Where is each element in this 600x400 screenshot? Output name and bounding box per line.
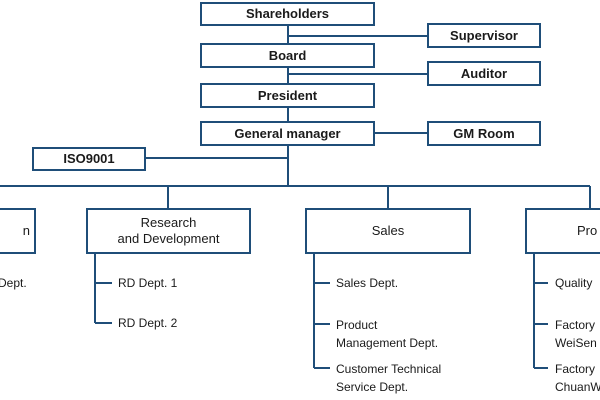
department-label-line: Research xyxy=(140,215,197,230)
department-box-rnd: Research and Development xyxy=(86,208,251,254)
item-line: Factory xyxy=(555,362,596,376)
list-item: RD Dept. 2 xyxy=(118,316,178,330)
item-line: Service Dept. xyxy=(336,380,409,394)
department-box-sales: Sales xyxy=(305,208,471,254)
department-box-partial-right: Pro xyxy=(525,208,600,254)
president-box: President xyxy=(200,83,375,108)
board-box: Board xyxy=(200,43,375,68)
general-manager-box: General manager xyxy=(200,121,375,146)
department-box-partial-left: n xyxy=(0,208,36,254)
department-label: Pro xyxy=(577,223,598,238)
shareholders-box: Shareholders xyxy=(200,2,375,26)
supervisor-box: Supervisor xyxy=(427,23,541,48)
item-line: Management Dept. xyxy=(336,336,439,350)
department-label: Sales xyxy=(371,223,405,238)
gm-room-box: GM Room xyxy=(427,121,541,146)
list-item: RD Dept. 1 xyxy=(118,276,178,290)
item-line: Customer Technical xyxy=(336,362,442,376)
list-item: Product Management Dept. xyxy=(336,316,438,352)
item-line: Factory xyxy=(555,318,596,332)
item-line: Product xyxy=(336,318,378,332)
list-item: Factory ChuanW xyxy=(555,360,600,396)
list-item: Quality xyxy=(555,276,593,290)
list-item: Sales Dept. xyxy=(336,276,399,290)
iso9001-box: ISO9001 xyxy=(32,147,146,171)
item-line: WeiSen xyxy=(555,336,597,350)
auditor-box: Auditor xyxy=(427,61,541,86)
item-line: ChuanW xyxy=(555,380,600,394)
department-label-line: and Development xyxy=(117,231,220,246)
list-item: Dept. xyxy=(0,276,27,290)
department-label: n xyxy=(22,223,30,238)
list-item: Factory WeiSen xyxy=(555,316,597,352)
list-item: Customer Technical Service Dept. xyxy=(336,360,441,396)
